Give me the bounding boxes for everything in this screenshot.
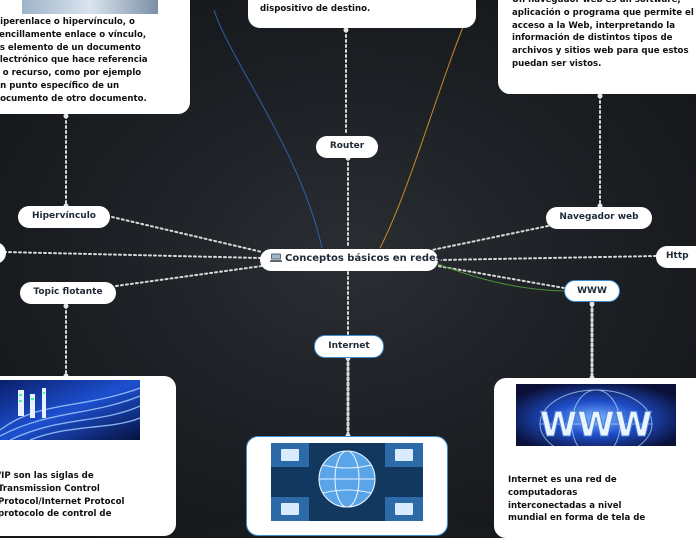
internet-globe-image [271,443,423,521]
central-topic-label: Conceptos básicos en redes [285,253,442,264]
internet-label: Internet [328,341,370,351]
www-graphic-text: WWW [540,405,653,445]
curve-navegador-central [379,9,471,249]
connector-http [439,255,657,261]
router-note-card[interactable]: paquete de datos para llegar a la red y … [248,0,476,28]
central-topic-node[interactable]: Conceptos básicos en redes [260,249,442,271]
connector-topic-flotante [115,265,263,287]
www-note-text: Internet es una red de computadoras inte… [508,475,646,524]
connector-navegador [431,225,549,251]
navegador-node[interactable]: Navegador web [546,207,652,229]
navegador-note-card[interactable]: Un navegador web es un software, aplicac… [498,0,696,94]
hipervinculo-label: Hipervínculo [32,211,96,221]
internet-note-card[interactable] [246,436,448,536]
navegador-note-text: Un navegador web es un software, aplicac… [512,0,694,69]
www-node[interactable]: WWW [564,280,620,302]
network-cables-image [0,380,140,440]
hipervinculo-node[interactable]: Hipervínculo [18,206,110,228]
curve-router-central [213,9,323,249]
internet-node[interactable]: Internet [314,335,384,358]
router-note-text: paquete de datos para llegar a la red y … [260,0,461,14]
www-globe-image: WWW [516,384,676,446]
curve-www-central [437,263,565,292]
computer-icon [270,253,282,262]
http-node[interactable]: Http [656,246,696,268]
router-node[interactable]: Router [316,136,378,158]
www-label: WWW [577,286,607,296]
left-edge-node[interactable] [0,242,6,264]
topic-flotante-label: Topic flotante [33,287,103,297]
www-note-card[interactable]: WWW Internet es una red de computadoras … [494,378,696,538]
hyperlink-image [22,0,158,14]
connector-www [437,265,565,289]
router-label: Router [329,141,365,151]
topic-flotante-node[interactable]: Topic flotante [20,282,116,304]
navegador-label: Navegador web [559,212,639,222]
hipervinculo-note-text: hiperenlace o hipervínculo, o sencillame… [0,17,148,104]
connector-hipervinculo [111,216,263,253]
http-label: Http [666,251,689,261]
connector-left-edge [3,251,263,259]
tcpip-note-text: /IP son las siglas de Transmission Contr… [0,471,125,520]
hipervinculo-note-card[interactable]: hiperenlace o hipervínculo, o sencillame… [0,0,190,114]
tcpip-note-card[interactable]: /IP son las siglas de Transmission Contr… [0,376,176,536]
